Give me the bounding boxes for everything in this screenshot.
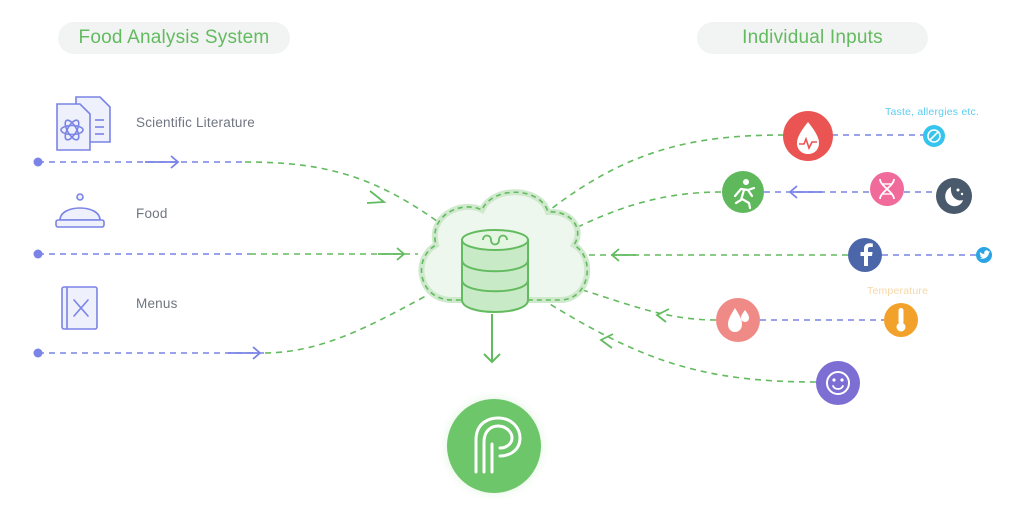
source-label-literature: Scientific Literature bbox=[136, 115, 256, 130]
source-label-food: Food bbox=[136, 206, 168, 221]
arrow-icon bbox=[366, 190, 387, 204]
facebook-icon[interactable] bbox=[848, 238, 882, 272]
twitter-icon[interactable] bbox=[976, 247, 992, 263]
source-lines bbox=[38, 161, 265, 354]
connector-literature bbox=[244, 161, 453, 233]
taste-label: Taste, allergies etc. bbox=[885, 106, 980, 118]
document-atom-icon bbox=[56, 96, 111, 151]
sleep-icon[interactable] bbox=[936, 178, 972, 214]
arrow-icon bbox=[252, 346, 262, 360]
smiley-icon[interactable] bbox=[816, 361, 860, 405]
header-food-analysis-system: Food Analysis System bbox=[58, 22, 290, 54]
source-arrows bbox=[145, 155, 262, 360]
source-dot bbox=[33, 249, 43, 259]
arrow-icon bbox=[655, 308, 670, 323]
source-dot bbox=[33, 348, 43, 358]
arrow-icon bbox=[599, 333, 614, 349]
input-lines bbox=[760, 134, 976, 321]
running-icon[interactable] bbox=[722, 171, 764, 213]
source-label-menus: Menus bbox=[136, 296, 178, 311]
connector-smiley bbox=[539, 297, 817, 383]
cloche-icon bbox=[55, 193, 105, 228]
thermometer-icon[interactable] bbox=[884, 303, 918, 337]
database-cloud-icon bbox=[418, 189, 591, 313]
menu-book-icon bbox=[61, 286, 98, 330]
water-drops-icon[interactable] bbox=[716, 298, 760, 342]
output-arrow-icon bbox=[483, 314, 501, 364]
arrow-icon bbox=[170, 155, 180, 169]
arrow-icon bbox=[610, 248, 620, 262]
connector-water bbox=[564, 284, 717, 321]
arrow-icon bbox=[788, 185, 798, 199]
left-green-arrows bbox=[366, 190, 406, 261]
source-dots bbox=[33, 157, 43, 358]
header-individual-inputs: Individual Inputs bbox=[697, 22, 928, 54]
connector-menus bbox=[264, 281, 453, 354]
left-connectors bbox=[244, 161, 453, 354]
temperature-label: Temperature bbox=[867, 285, 929, 297]
connector-heart bbox=[529, 134, 785, 227]
dna-icon[interactable] bbox=[870, 172, 904, 206]
input-arrows bbox=[788, 185, 822, 199]
arrow-icon bbox=[396, 247, 406, 261]
heart-rate-icon[interactable] bbox=[783, 111, 833, 161]
app-logo-icon bbox=[436, 388, 552, 504]
source-dot bbox=[33, 157, 43, 167]
taste-icon[interactable] bbox=[923, 125, 945, 147]
